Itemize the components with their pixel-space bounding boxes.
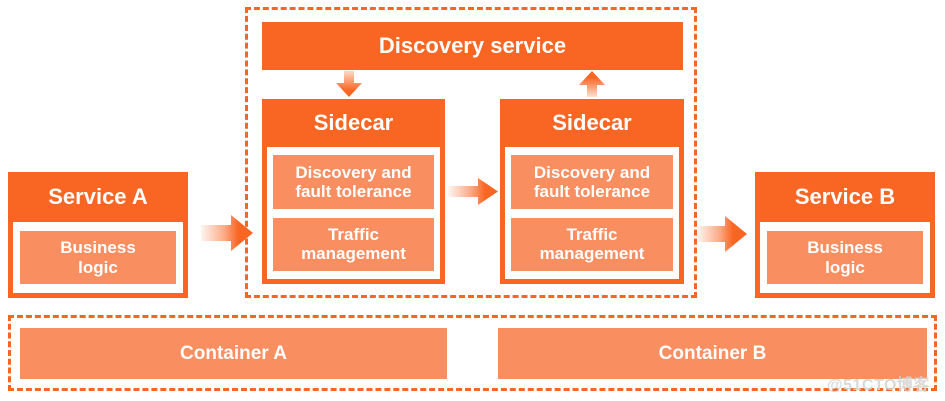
service-a-body: Business logic — [13, 222, 183, 293]
sidecar-right-item-traffic-management: Traffic management — [511, 217, 673, 271]
arrow-right-service-b-icon — [697, 216, 747, 252]
watermark: @51CTO博客 — [827, 377, 930, 394]
service-a-box: Service A Business logic — [8, 172, 188, 298]
discovery-service-box: Discovery service — [262, 22, 683, 70]
service-b-body: Business logic — [760, 222, 930, 293]
sidecar-left-item-discovery-fault-tolerance: Discovery and fault tolerance — [273, 155, 434, 209]
sidecar-right-box: Sidecar Discovery and fault tolerance Tr… — [500, 99, 684, 284]
sidecar-right-item-discovery-fault-tolerance: Discovery and fault tolerance — [511, 155, 673, 209]
service-a-title: Service A — [48, 184, 148, 209]
discovery-service-label: Discovery service — [378, 33, 567, 58]
service-b-box: Service B Business logic — [755, 172, 935, 298]
service-b-title: Service B — [794, 184, 896, 209]
container-a-label: Container A — [180, 342, 287, 364]
service-b-business-logic: Business logic — [767, 231, 923, 284]
sidecar-left-item-traffic-management: Traffic management — [273, 217, 434, 271]
sidecar-right-title: Sidecar — [552, 110, 632, 135]
container-a-box: Container A — [20, 328, 447, 379]
arrow-right-mid-icon — [448, 178, 498, 205]
sidecar-left-title: Sidecar — [313, 110, 394, 135]
arrow-down-icon — [336, 71, 362, 97]
sidecar-left-box: Sidecar Discovery and fault tolerance Tr… — [262, 99, 445, 284]
container-b-box: Container B — [498, 328, 927, 379]
service-a-business-logic: Business logic — [20, 231, 176, 284]
container-b-label: Container B — [658, 342, 767, 364]
sidecar-right-body: Discovery and fault tolerance Traffic ma… — [505, 147, 679, 279]
sidecar-left-body: Discovery and fault tolerance Traffic ma… — [267, 147, 440, 279]
arrow-right-service-a-icon — [201, 215, 253, 251]
arrow-up-icon — [579, 71, 605, 97]
mesh-dashed-boundary — [245, 7, 697, 298]
containers-dashed-boundary — [8, 315, 937, 391]
